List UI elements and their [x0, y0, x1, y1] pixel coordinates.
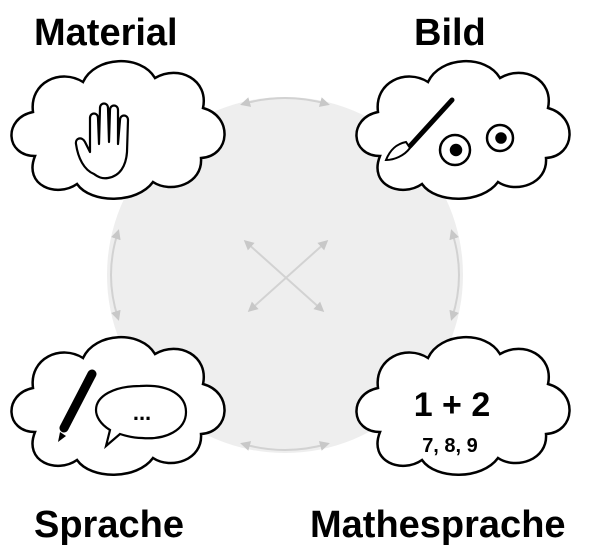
label-mathesprache: Mathesprache [310, 504, 566, 546]
paintbrush-icon [384, 97, 455, 162]
math-sequence: 7, 8, 9 [422, 435, 478, 457]
eyes-icon [438, 123, 515, 167]
connection-arrows [110, 97, 460, 451]
pencil-icon [58, 369, 97, 442]
center-cross-arrows [243, 239, 329, 313]
arrow-bottom [240, 441, 330, 451]
label-bild: Bild [414, 12, 486, 54]
arrow-right [449, 229, 460, 321]
math-expression: 1 + 2 [414, 386, 491, 424]
label-material: Material [34, 12, 178, 54]
bild-cloud [355, 59, 571, 201]
label-sprache: Sprache [34, 504, 184, 546]
arrow-left [110, 229, 121, 321]
speech-bubble-dots: ... [133, 400, 151, 425]
speech-bubble-icon: ... [94, 384, 188, 450]
arrow-top [240, 97, 330, 107]
hand-icon [74, 102, 130, 180]
